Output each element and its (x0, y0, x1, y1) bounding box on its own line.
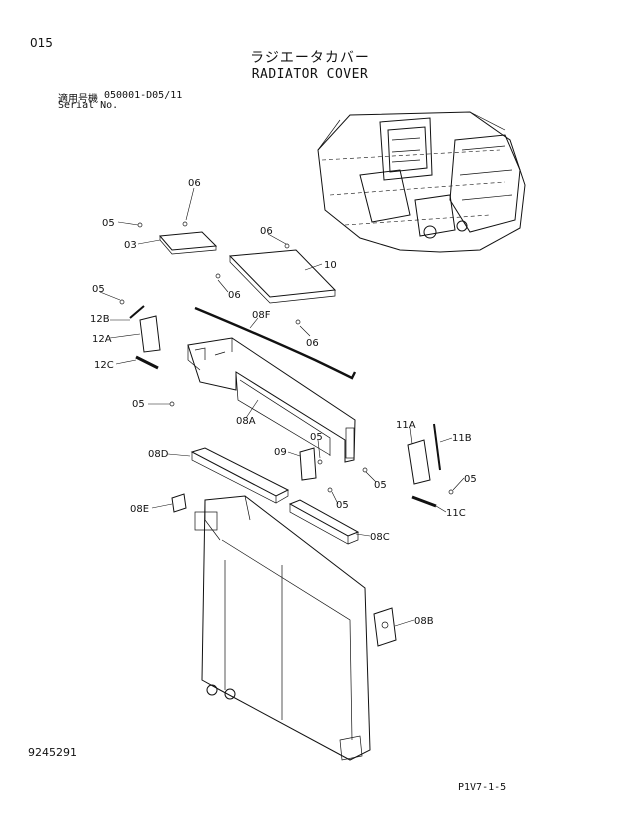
callout-12c: 12C (94, 360, 114, 371)
callout-08b: 08B (414, 616, 434, 627)
callout-05: 05 (464, 474, 477, 485)
callout-06: 06 (306, 338, 319, 349)
callout-08a: 08A (236, 416, 256, 427)
part-08d-strip (190, 447, 290, 504)
callout-05: 05 (374, 480, 387, 491)
callout-05: 05 (92, 284, 105, 295)
part-11-group (407, 423, 441, 508)
callout-05: 05 (336, 500, 349, 511)
callout-05: 05 (310, 432, 323, 443)
callout-labels: 06 05 03 06 10 06 05 12B 08F 06 12A 12C … (90, 178, 477, 627)
callout-12a: 12A (92, 334, 112, 345)
part-09-plate (299, 447, 317, 481)
serial-label: Serial No. (58, 100, 119, 111)
page-title-japanese: ラジエータカバー (250, 50, 370, 66)
part-08c-strip (288, 499, 360, 545)
part-08e-bracket (171, 493, 187, 513)
callout-05: 05 (132, 399, 145, 410)
callout-11c: 11C (446, 508, 466, 519)
callout-08f: 08F (252, 310, 271, 321)
page-number: 015 (30, 36, 53, 50)
callout-12b: 12B (90, 314, 110, 325)
callout-10: 10 (324, 260, 337, 271)
leader-lines (99, 187, 465, 627)
part-08b-plate (373, 607, 397, 647)
part-08a-bracket (187, 337, 356, 463)
callout-08d: 08D (148, 449, 169, 460)
page-reference: P1V7-1-5 (458, 782, 507, 793)
serial-label-japanese: 適用号機 (58, 94, 98, 105)
callout-03: 03 (124, 240, 137, 251)
part-10-cover (228, 249, 337, 304)
callout-06: 06 (188, 178, 201, 189)
page-title: RADIATOR COVER (251, 67, 369, 82)
callout-09: 09 (274, 447, 287, 458)
part-03-plate (158, 231, 218, 255)
callout-08c: 08C (370, 532, 390, 543)
part-08f-seal (194, 306, 357, 380)
callout-08e: 08E (130, 504, 149, 515)
document-number: 9245291 (28, 746, 77, 759)
callout-06: 06 (260, 226, 273, 237)
machine-overview (317, 111, 526, 253)
radiator-unit (194, 495, 371, 761)
callout-11b: 11B (452, 433, 472, 444)
callout-05: 05 (102, 218, 115, 229)
callout-11a: 11A (396, 420, 416, 431)
part-12-group (129, 305, 161, 370)
callout-06: 06 (228, 290, 241, 301)
serial-range: 050001-D05/11 (104, 90, 183, 101)
